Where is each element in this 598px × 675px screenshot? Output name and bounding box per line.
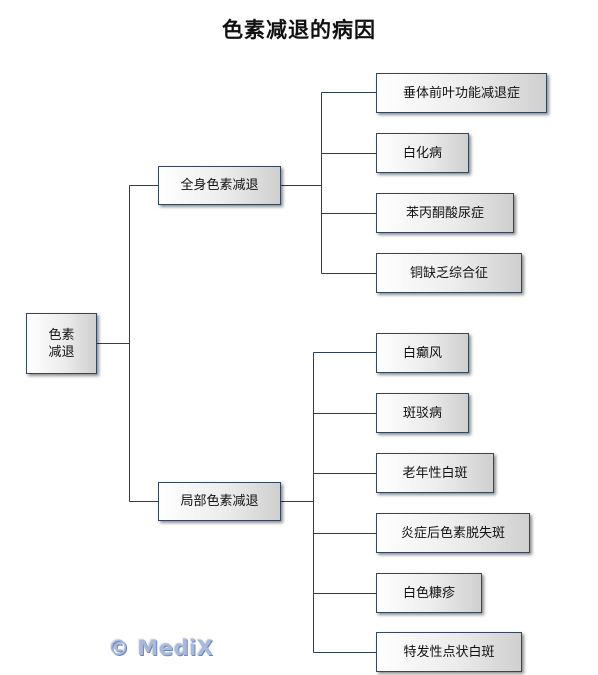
root-label-line1: 色素 — [48, 327, 75, 343]
leaf-idiopathic-guttate-hypomelanosis: 特发性点状白斑 — [376, 632, 522, 672]
leaf-phenylketonuria: 苯丙酮酸尿症 — [376, 193, 514, 233]
node-systemic-hypopigmentation: 全身色素减退 — [158, 166, 281, 205]
leaf-senile-leukoderma: 老年性白斑 — [376, 453, 494, 493]
node-localized-hypopigmentation: 局部色素减退 — [158, 482, 281, 521]
medix-watermark: © MediX — [108, 636, 214, 660]
diagram-title: 色素减退的病因 — [222, 18, 376, 42]
leaf-albinism: 白化病 — [376, 133, 469, 173]
leaf-piebaldism: 斑驳病 — [376, 393, 469, 433]
root-node: 色素 减退 — [26, 313, 97, 374]
leaf-copper-deficiency: 铜缺乏综合征 — [376, 253, 522, 293]
leaf-postinflammatory-hypopigmentation: 炎症后色素脱失斑 — [376, 513, 530, 553]
leaf-hypopituitarism: 垂体前叶功能减退症 — [376, 73, 547, 113]
root-label-line2: 减退 — [48, 344, 75, 360]
leaf-vitiligo: 白癫风 — [376, 333, 469, 373]
leaf-pityriasis-alba: 白色糠疹 — [376, 573, 482, 613]
